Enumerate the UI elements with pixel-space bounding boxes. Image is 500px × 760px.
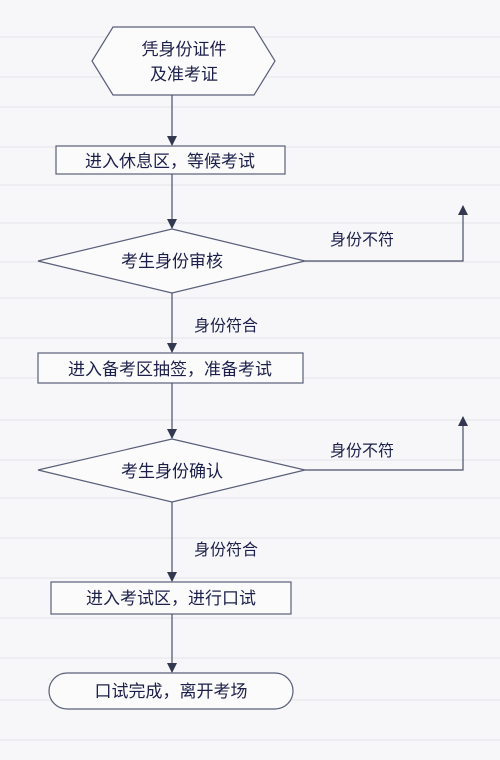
end-text: 口试完成，离开考场 [95,682,248,702]
start-text-line2: 及准考证 [150,65,218,85]
start-hexagon [91,26,276,96]
arrow-confirm-fail [305,416,468,471]
exam-area-box [50,581,292,615]
end-terminator [48,672,294,710]
arrow-review-fail [305,205,468,262]
confirm-fail-label: 身份不符 [330,441,394,460]
exam-area-text: 进入考试区，进行口试 [86,589,256,609]
review-pass-label: 身份符合 [194,316,258,335]
background-bleed [0,36,500,741]
identity-review-text: 考生身份审核 [121,252,223,272]
confirm-pass-label: 身份符合 [194,540,258,559]
waiting-room-text: 进入休息区，等候考试 [85,152,255,172]
review-fail-label: 身份不符 [330,230,394,249]
prep-area-box [37,352,304,384]
start-text-line1: 凭身份证件 [142,40,227,60]
prep-area-text: 进入备考区抽签，准备考试 [68,360,272,380]
waiting-room-box [55,145,286,175]
identity-confirm-text: 考生身份确认 [121,462,223,482]
